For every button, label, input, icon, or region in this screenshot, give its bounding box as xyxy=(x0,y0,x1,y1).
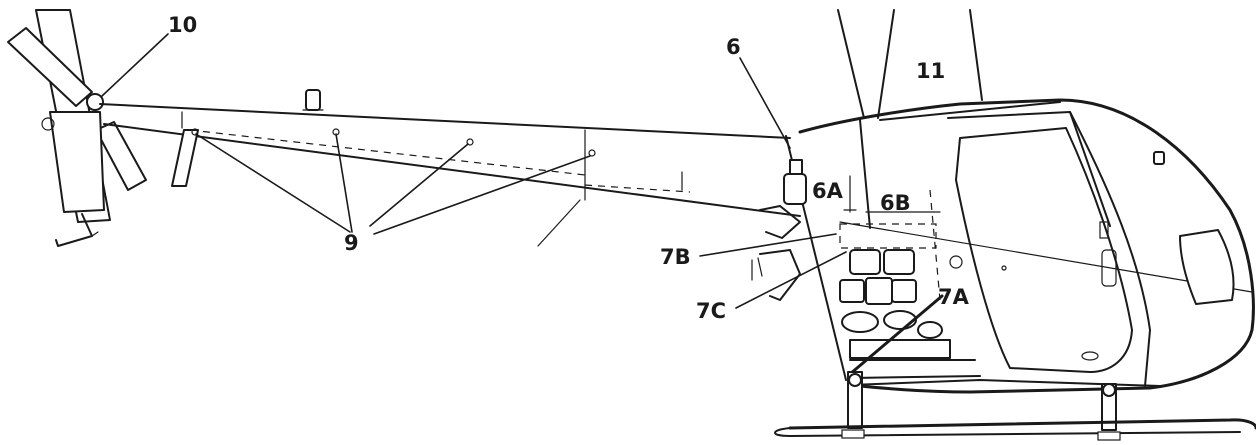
callout-6: 6 xyxy=(726,35,741,59)
callout-labels: 10 6 6A 6B 7A 7B 7C 9 11 xyxy=(168,13,970,323)
tail-boom xyxy=(99,89,801,247)
callout-6a: 6A xyxy=(812,179,844,203)
callout-9: 9 xyxy=(344,231,359,255)
callout-7a: 7A xyxy=(938,285,970,309)
leader-lines xyxy=(101,33,941,309)
callout-7b: 7B xyxy=(660,245,691,269)
callout-11: 11 xyxy=(916,59,945,83)
tail-rotor xyxy=(7,9,147,247)
callout-10: 10 xyxy=(168,13,197,37)
cabin xyxy=(798,98,1255,394)
callout-7c: 7C xyxy=(696,299,726,323)
callout-6b: 6B xyxy=(880,191,911,215)
engine-bay xyxy=(751,9,1007,381)
